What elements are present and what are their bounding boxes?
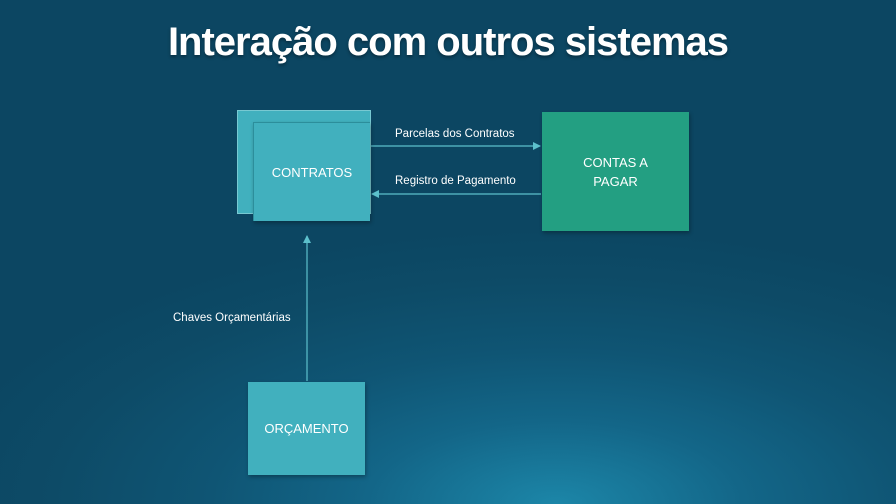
contas-a-pagar-node: CONTAS A PAGAR: [542, 112, 689, 231]
contas-a-pagar-label: CONTAS A PAGAR: [583, 154, 648, 189]
contratos-label: CONTRATOS: [271, 164, 353, 180]
edge-label-registro: Registro de Pagamento: [395, 175, 516, 187]
orcamento-node: ORÇAMENTO: [248, 382, 365, 475]
orcamento-label: ORÇAMENTO: [264, 421, 349, 436]
edge-label-chaves: Chaves Orçamentárias: [173, 312, 291, 324]
slide-title: Interação com outros sistemas: [167, 20, 729, 64]
edge-label-parcelas: Parcelas dos Contratos: [395, 128, 515, 140]
contratos-node: CONTRATOS: [253, 122, 370, 221]
